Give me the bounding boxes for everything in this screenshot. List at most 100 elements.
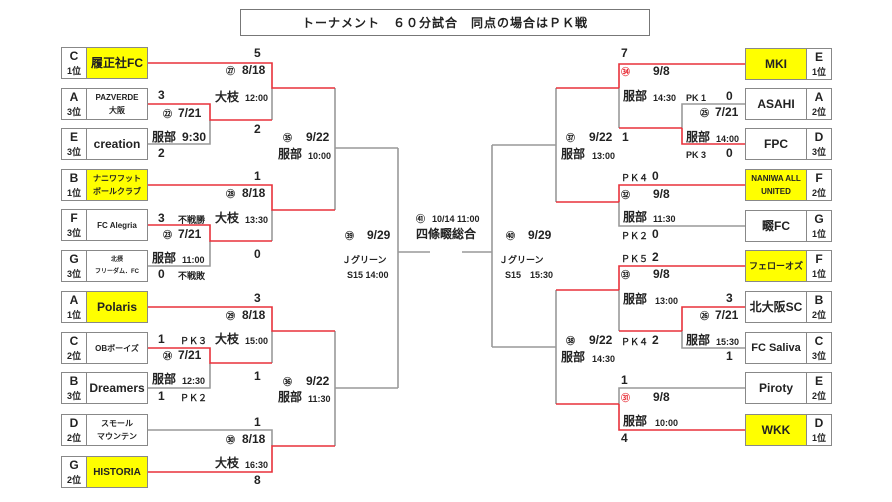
match-venue: 服部 <box>152 372 177 386</box>
team-name: WKK <box>745 414 807 446</box>
group-label: G <box>814 212 824 226</box>
match-venue: 服部 <box>623 210 648 224</box>
match-date: 7/21 <box>715 308 739 322</box>
rank-label: 1位 <box>66 310 81 320</box>
team-name: HISTORIA <box>86 456 148 488</box>
match-time: 10:00 <box>655 418 679 428</box>
match-date: 9/8 <box>653 64 670 78</box>
match-note: 不戦勝 <box>178 215 206 225</box>
group-label: E <box>814 374 823 388</box>
match-number: ㉘ <box>226 189 236 199</box>
match-number: ㉖ <box>700 311 710 321</box>
match-venue: 大枝 <box>215 332 240 346</box>
match-time: 9:30 <box>182 130 207 144</box>
team-name: PAZVERDE 大阪 <box>86 88 148 120</box>
match-venue: 服部 <box>623 89 648 103</box>
team-name: Dreamers <box>86 372 148 404</box>
bracket-lines-winner <box>148 62 745 473</box>
match-date: 7/21 <box>178 106 202 120</box>
match-venue: 服部 <box>623 414 648 428</box>
match-number: ㉛ <box>621 393 631 403</box>
group-label: F <box>70 211 78 225</box>
rank-label: 2位 <box>811 107 826 117</box>
match-number: ㊶ <box>416 214 426 224</box>
pk-score: ＰＫ３ <box>180 336 208 346</box>
group-rank: F 1位 <box>807 250 832 282</box>
match-time: 16:30 <box>245 460 269 470</box>
match-date: 9/22 <box>306 130 330 144</box>
bracket-lines-gray <box>148 88 745 446</box>
match-venue: 服部 <box>686 130 711 144</box>
group-label: C <box>814 334 824 348</box>
score: 2 <box>652 333 659 347</box>
match-date: 9/8 <box>653 187 670 201</box>
match-venue: 大枝 <box>215 211 240 225</box>
team-name: 北摂 フリーダム．FC <box>86 250 148 282</box>
team-name: NANIWA ALL UNITED <box>745 169 807 201</box>
group-label: B <box>814 293 824 307</box>
rank-label: 1位 <box>811 269 826 279</box>
group-label: F <box>815 252 823 266</box>
group-rank: G 1位 <box>807 210 832 242</box>
score: 4 <box>621 431 628 445</box>
match-date: 9/8 <box>653 390 670 404</box>
match-venue: 四條畷総合 <box>416 227 477 241</box>
match-number: ㉓ <box>163 230 173 240</box>
rank-label: 3位 <box>811 147 826 157</box>
group-label: A <box>814 90 824 104</box>
match-number: ㊴ <box>345 231 355 241</box>
match-number: ㉞ <box>621 67 631 77</box>
team-name: FC Saliva <box>745 332 807 364</box>
team-name: MKI <box>745 48 807 80</box>
rank-label: 3位 <box>66 147 81 157</box>
match-date: 9/8 <box>653 267 670 281</box>
match-venue: 服部 <box>561 350 586 364</box>
match-venue: 大枝 <box>215 456 240 470</box>
team-name: Polaris <box>86 291 148 323</box>
pk-score: PK 3 <box>686 150 707 160</box>
match-venue: 服部 <box>152 130 177 144</box>
match-date: 7/21 <box>715 105 739 119</box>
score: 0 <box>158 267 165 281</box>
group-label: C <box>69 49 79 63</box>
rank-label: 1位 <box>811 67 826 77</box>
match-venue: 服部 <box>278 147 303 161</box>
match-date: 8/18 <box>242 432 266 446</box>
rank-label: 2位 <box>66 475 81 485</box>
score: 5 <box>254 46 261 60</box>
score: 8 <box>254 473 261 487</box>
group-label: E <box>69 130 78 144</box>
match-date: 8/18 <box>242 63 266 77</box>
match-number: ㉚ <box>226 435 236 445</box>
rank-label: 1位 <box>811 229 826 239</box>
team-name: FPC <box>745 128 807 160</box>
score: 1 <box>254 369 261 383</box>
score: 3 <box>158 211 165 225</box>
